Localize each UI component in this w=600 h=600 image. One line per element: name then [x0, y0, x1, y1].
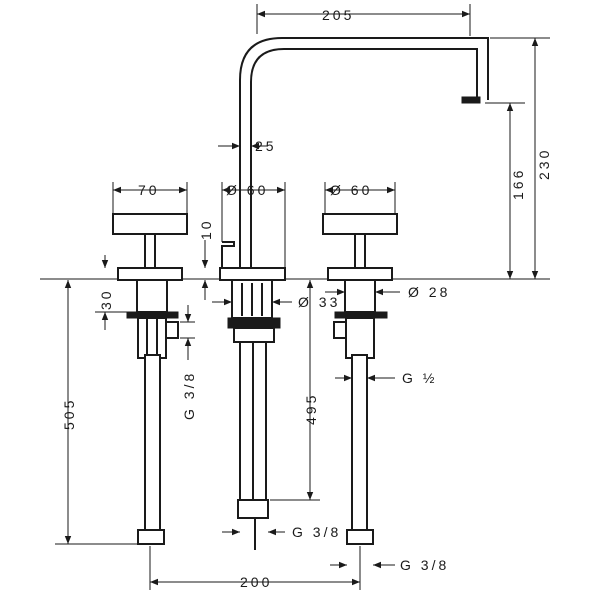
dim-handle-base-diameter: Ø 60: [330, 182, 372, 198]
spout-body: [219, 241, 286, 550]
dimension-lines: [55, 4, 550, 590]
dim-total-height: 230: [536, 148, 552, 180]
dim-spout-reach: 205: [322, 7, 354, 23]
dim-base-height: 30: [98, 288, 114, 310]
dim-valve-shank-diameter: Ø 28: [408, 284, 450, 300]
dim-shank-diameter: Ø 33: [298, 294, 340, 310]
dim-valve-connection: G 3/8: [400, 557, 449, 573]
dim-inlet-thread: G ½: [402, 370, 437, 386]
dim-valve-spacing: 200: [240, 574, 272, 590]
dim-left-thread: G 3/8: [181, 371, 197, 420]
dim-valve-length: 505: [61, 398, 77, 430]
right-valve: [322, 213, 398, 545]
dim-handle-width: 70: [138, 182, 160, 198]
dim-outlet-height: 166: [510, 168, 526, 200]
dim-spout-connection: G 3/8: [292, 524, 341, 540]
dim-spout-width: 25: [255, 138, 277, 154]
left-valve: [112, 213, 188, 545]
spout: [239, 37, 489, 268]
dim-lever-height: 10: [198, 218, 214, 240]
dim-spout-length: 495: [303, 393, 319, 425]
dim-spout-base-diameter: Ø 60: [226, 182, 268, 198]
